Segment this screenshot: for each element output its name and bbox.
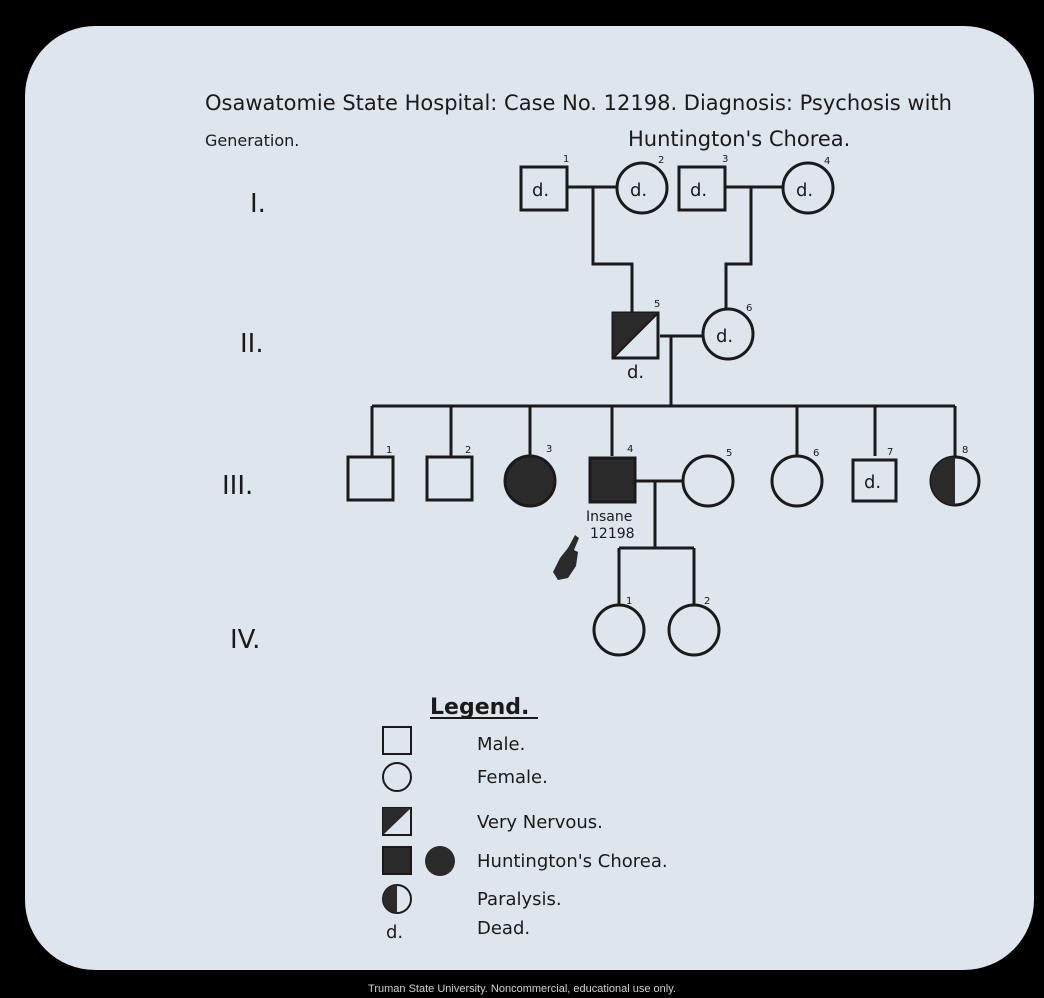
proband-note-line2: 12198 <box>590 526 635 542</box>
gen1-individual-2: d. 2 <box>615 155 669 215</box>
diagram-title-line1: Osawatomie State Hospital: Case No. 1219… <box>205 91 952 115</box>
dead-mark: d. <box>532 180 549 201</box>
legend-label-huntingtons: Huntington's Chorea. <box>477 851 668 872</box>
legend-huntingtons-female-symbol <box>425 846 455 876</box>
generation-label-2: II. <box>240 329 264 359</box>
individual-number: 4 <box>824 156 830 167</box>
proband-note-line1: Insane <box>586 509 632 525</box>
generation-label-1: I. <box>250 189 266 219</box>
gen3-individual-7: d. 7 <box>851 447 898 503</box>
individual-number: 5 <box>726 448 732 459</box>
generation-label-3: III. <box>222 471 253 501</box>
legend-label-male: Male. <box>477 734 525 755</box>
gen3-individual-2: 2 <box>425 445 474 502</box>
individual-number: 4 <box>627 444 633 455</box>
legend-very-nervous-symbol <box>382 807 412 836</box>
individual-number: 1 <box>563 154 569 165</box>
gen2-individual-5-very-nervous: d. 5 <box>611 299 660 383</box>
dead-mark: d. <box>690 180 707 201</box>
legend-female-symbol <box>382 762 412 792</box>
dead-mark: d. <box>627 362 644 383</box>
generation-header: Generation. <box>205 131 299 150</box>
dead-mark: d. <box>630 180 647 201</box>
footer-credit: Truman State University. Noncommercial, … <box>368 983 676 995</box>
gen4-individual-1: 1 <box>592 596 646 657</box>
gen4-individual-2: 2 <box>667 596 721 657</box>
legend-label-female: Female. <box>477 767 548 788</box>
individual-number: 2 <box>658 155 664 166</box>
individual-number: 6 <box>813 448 819 459</box>
legend-paralysis-symbol <box>382 884 412 914</box>
gen3-individual-4-proband: 4 Insane 12198 <box>586 444 637 542</box>
pedigree-lines <box>370 185 957 604</box>
individual-number: 3 <box>546 444 552 455</box>
legend-huntingtons-male-symbol <box>382 846 412 875</box>
legend-male-symbol <box>382 726 412 755</box>
legend: Legend. Male. Female. Very Nervous. Hunt… <box>382 695 668 943</box>
dead-mark: d. <box>716 326 733 347</box>
individual-number: 7 <box>887 447 893 458</box>
individual-number: 5 <box>654 299 660 310</box>
individual-number: 2 <box>704 596 710 607</box>
gen3-individual-8-paralysis: 8 <box>929 445 981 507</box>
legend-label-paralysis: Paralysis. <box>477 889 562 910</box>
gen2-individual-6: d. 6 <box>701 303 755 361</box>
gen1-individual-4: d. 4 <box>781 156 835 215</box>
gen3-individual-5: 5 <box>681 448 735 508</box>
legend-label-dead: Dead. <box>477 918 530 939</box>
individual-number: 1 <box>386 445 392 456</box>
legend-dead-symbol: d. <box>386 922 403 943</box>
individual-number: 3 <box>722 154 728 165</box>
gen3-individual-6: 6 <box>770 448 824 508</box>
gen3-individual-1: 1 <box>346 445 395 502</box>
generation-label-4: IV. <box>230 625 260 655</box>
legend-title: Legend. <box>430 695 529 720</box>
pointing-hand-icon <box>553 535 579 580</box>
individual-number: 6 <box>746 303 752 314</box>
gen1-individual-1: d. 1 <box>519 154 569 212</box>
dead-mark: d. <box>796 180 813 201</box>
gen3-individual-3-huntingtons: 3 <box>503 444 557 508</box>
individual-number: 2 <box>465 445 471 456</box>
individual-number: 1 <box>626 596 632 607</box>
diagram-title-line2: Huntington's Chorea. <box>628 127 850 151</box>
legend-label-very-nervous: Very Nervous. <box>477 812 603 833</box>
dead-mark: d. <box>864 472 881 493</box>
individual-number: 8 <box>962 445 968 456</box>
gen1-individual-3: d. 3 <box>677 154 728 212</box>
